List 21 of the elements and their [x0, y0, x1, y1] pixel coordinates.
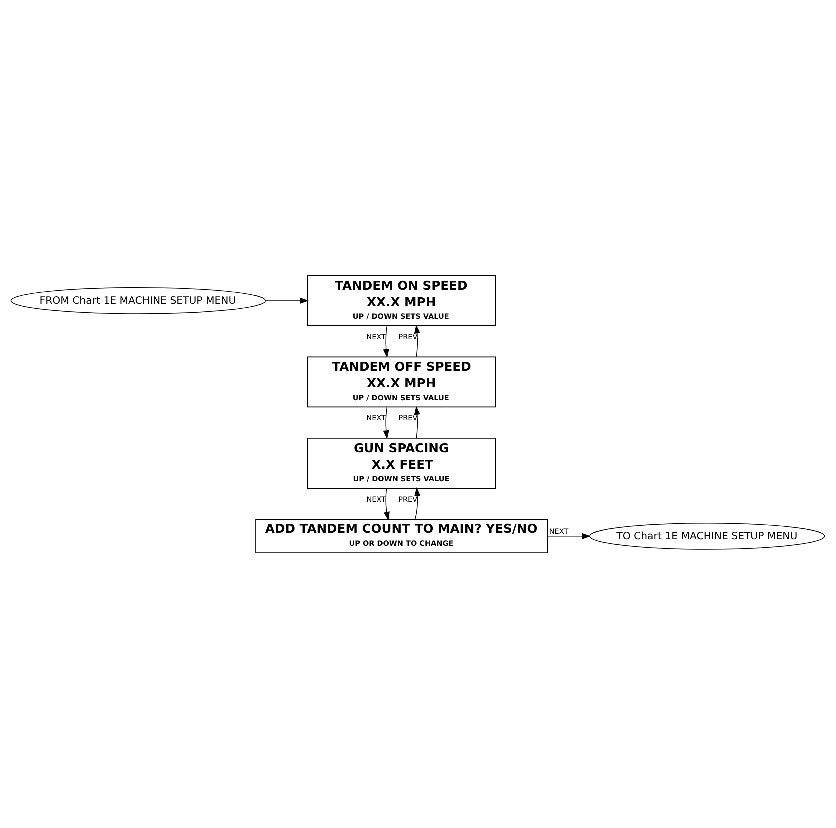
- arrow: [383, 406, 390, 439]
- edge-label: NEXT: [366, 494, 386, 504]
- node-ellipse: FROM Chart 1E MACHINE SETUP MENU: [10, 287, 266, 314]
- node-ellipse: TO Chart 1E MACHINE SETUP MENU: [590, 522, 826, 550]
- edge-label: PREV: [398, 332, 418, 341]
- node-box: GUN SPACING X.X FEET UP / DOWN SETS VALUE: [307, 438, 496, 488]
- node-box: ADD TANDEM COUNT TO MAIN? YES/NO UP OR DOWN TO CHANGE: [256, 518, 548, 554]
- arrow: [383, 325, 390, 358]
- node-box: TANDEM OFF SPEED XX.X MPH UP / DOWN SETS VALUE: [307, 356, 496, 408]
- arrow: [547, 532, 591, 539]
- edge-label: PREV: [398, 494, 418, 504]
- edge-label: NEXT: [366, 332, 386, 341]
- node-box: TANDEM ON SPEED XX.X MPH UP / DOWN SETS VALUE: [307, 274, 496, 326]
- arrow: [414, 406, 420, 438]
- edge-label: PREV: [398, 413, 418, 422]
- arrow: [414, 487, 421, 520]
- edge-label: NEXT: [366, 413, 386, 422]
- arrow: [414, 324, 420, 357]
- edge-label: NEXT: [549, 526, 569, 536]
- arrow: [265, 297, 309, 304]
- arrow: [384, 488, 390, 520]
